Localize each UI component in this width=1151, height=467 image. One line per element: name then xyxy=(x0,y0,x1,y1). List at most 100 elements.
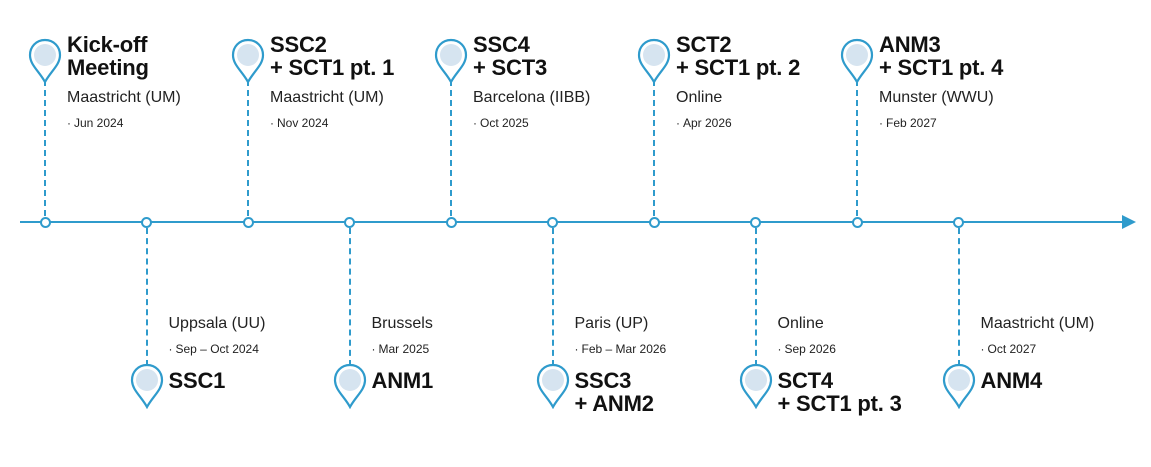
event-title: SSC2+ SCT1 pt. 1 xyxy=(270,33,394,79)
timeline-connector xyxy=(145,228,148,366)
map-pin-icon xyxy=(840,38,874,85)
bullet-dot: · xyxy=(574,342,579,356)
timeline-node xyxy=(445,217,457,228)
event-date-text: Mar 2025 xyxy=(378,342,430,356)
event-title: SSC4+ SCT3 xyxy=(473,33,547,79)
event-title-line: SSC1 xyxy=(168,368,226,393)
map-pin-icon xyxy=(942,363,976,410)
timeline-connector xyxy=(856,80,858,216)
event-title: ANM4 xyxy=(981,369,1043,392)
event-date-text: Feb 2027 xyxy=(886,116,937,130)
event-title: ANM1 xyxy=(372,369,434,392)
timeline-connector xyxy=(551,228,554,366)
event-title: SCT2+ SCT1 pt. 2 xyxy=(676,33,800,79)
event-title-line: SSC3 xyxy=(574,368,632,393)
event-date: ·Jun 2024 xyxy=(67,116,123,130)
timeline-connector xyxy=(653,80,655,216)
event-location: Maastricht (UM) xyxy=(270,89,384,106)
event-date-text: Apr 2026 xyxy=(683,116,732,130)
event-title-line: ANM3 xyxy=(879,32,941,57)
bullet-dot: · xyxy=(473,116,477,130)
event-title-line: ANM4 xyxy=(980,368,1043,393)
timeline-node xyxy=(953,217,964,228)
timeline-connector xyxy=(754,228,757,366)
timeline-connector xyxy=(450,80,452,216)
event-date-text: Jun 2024 xyxy=(74,116,124,130)
map-pin-icon xyxy=(130,363,164,410)
bullet-dot: · xyxy=(980,342,985,356)
event-title-line: + SCT1 pt. 2 xyxy=(676,55,801,80)
bullet-dot: · xyxy=(371,342,376,356)
map-pin-icon xyxy=(434,38,468,85)
event-title: ANM3+ SCT1 pt. 4 xyxy=(879,33,1003,79)
event-date-text: Nov 2024 xyxy=(277,116,329,130)
event-date-text: Sep – Oct 2024 xyxy=(175,342,259,356)
timeline-node xyxy=(851,217,863,228)
map-pin-icon xyxy=(333,363,367,410)
bullet-dot: · xyxy=(270,116,274,130)
event-title-line: + SCT1 pt. 1 xyxy=(270,55,395,80)
timeline-node xyxy=(750,217,761,228)
map-pin-icon xyxy=(536,363,570,410)
event-title-line: SCT4 xyxy=(777,368,834,393)
event-date-text: Feb – Mar 2026 xyxy=(581,342,667,356)
event-date: ·Sep – Oct 2024 xyxy=(169,342,259,356)
timeline-connector xyxy=(348,228,351,366)
event-title-line: + SCT1 pt. 3 xyxy=(777,391,902,416)
timeline-node xyxy=(547,217,558,228)
event-title-line: Meeting xyxy=(67,55,149,80)
map-pin-icon xyxy=(231,38,265,85)
timeline-node xyxy=(39,217,51,228)
bullet-dot: · xyxy=(879,116,883,130)
event-title-line: SSC4 xyxy=(473,32,530,57)
event-title-line: SCT2 xyxy=(676,32,732,57)
timeline-axis xyxy=(20,221,1128,223)
event-location: Barcelona (IIBB) xyxy=(473,89,591,106)
event-title: SCT4+ SCT1 pt. 3 xyxy=(778,369,902,415)
event-title: SSC3+ ANM2 xyxy=(575,369,654,415)
event-title-line: ANM1 xyxy=(371,368,434,393)
timeline-arrow-icon xyxy=(1122,215,1136,229)
event-location: Maastricht (UM) xyxy=(67,89,181,106)
map-pin-icon xyxy=(739,363,773,410)
map-pin-icon xyxy=(637,38,671,85)
event-location: Maastricht (UM) xyxy=(980,315,1095,332)
event-date: ·Apr 2026 xyxy=(676,116,732,130)
event-location: Uppsala (UU) xyxy=(168,315,266,332)
event-location: Online xyxy=(777,315,824,332)
event-date-text: Sep 2026 xyxy=(784,342,836,356)
bullet-dot: · xyxy=(676,116,680,130)
event-title-line: + ANM2 xyxy=(574,391,654,416)
map-pin-icon xyxy=(28,38,62,85)
bullet-dot: · xyxy=(777,342,782,356)
timeline-node xyxy=(648,217,660,228)
timeline-node xyxy=(242,217,254,228)
event-title-line: Kick-off xyxy=(67,32,148,57)
event-date: ·Oct 2027 xyxy=(981,342,1037,356)
event-date-text: Oct 2027 xyxy=(987,342,1037,356)
timeline-node xyxy=(344,217,355,228)
event-title-line: + SCT3 xyxy=(473,55,547,80)
event-date-text: Oct 2025 xyxy=(480,116,529,130)
timeline-connector xyxy=(247,80,249,216)
event-title-line: SSC2 xyxy=(270,32,327,57)
timeline-connector xyxy=(44,80,46,216)
bullet-dot: · xyxy=(67,116,71,130)
event-location: Brussels xyxy=(371,315,433,332)
bullet-dot: · xyxy=(168,342,173,356)
event-location: Online xyxy=(676,89,723,106)
event-date: ·Mar 2025 xyxy=(372,342,430,356)
timeline-node xyxy=(141,217,152,228)
event-location: Paris (UP) xyxy=(574,315,649,332)
event-date: ·Sep 2026 xyxy=(778,342,836,356)
event-date: ·Feb – Mar 2026 xyxy=(575,342,667,356)
event-title-line: + SCT1 pt. 4 xyxy=(879,55,1004,80)
event-date: ·Oct 2025 xyxy=(473,116,529,130)
timeline-connector xyxy=(957,228,960,366)
event-date: ·Feb 2027 xyxy=(879,116,937,130)
event-title: SSC1 xyxy=(169,369,226,392)
event-location: Munster (WWU) xyxy=(879,89,994,106)
event-date: ·Nov 2024 xyxy=(270,116,328,130)
